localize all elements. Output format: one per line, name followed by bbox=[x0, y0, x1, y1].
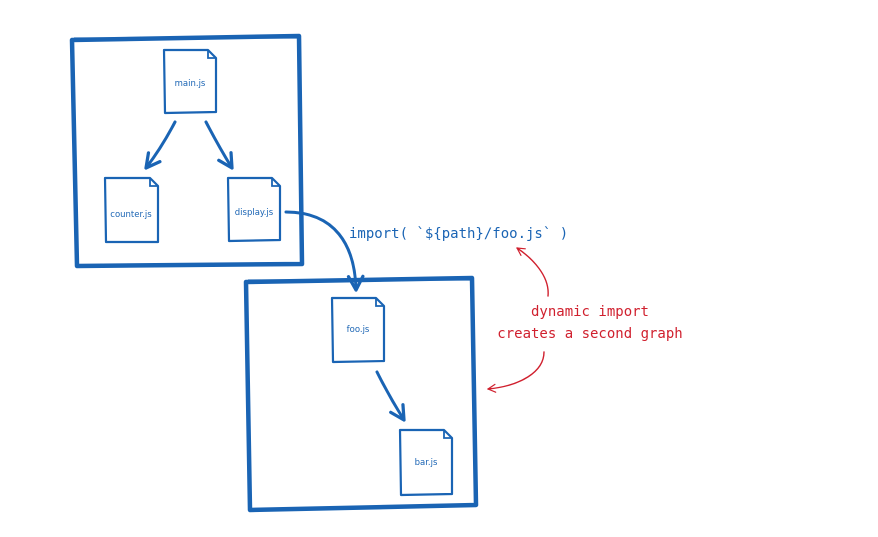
file-bar-js: bar.js bbox=[398, 428, 454, 497]
arrow-foo-to-bar bbox=[375, 370, 406, 422]
arrow-dynamic-import bbox=[284, 210, 365, 292]
annotation-arrow-down bbox=[487, 351, 545, 393]
file-label-main-js: main.js bbox=[175, 79, 206, 89]
annotation-line-1: dynamic import bbox=[531, 304, 649, 320]
arrow-main-to-display bbox=[204, 120, 234, 170]
annotation-line-2: creates a second graph bbox=[497, 326, 682, 342]
import-expression: import( `${path}/foo.js` ) bbox=[349, 226, 568, 242]
file-label-foo-js: foo.js bbox=[347, 325, 370, 335]
file-label-display-js: display.js bbox=[235, 208, 274, 218]
file-label-bar-js: bar.js bbox=[415, 458, 438, 468]
file-foo-js: foo.js bbox=[330, 296, 386, 364]
arrow-main-to-counter bbox=[144, 120, 177, 170]
annotation: dynamic import creates a second graph bbox=[487, 247, 683, 393]
annotation-arrow-up bbox=[516, 247, 549, 297]
file-counter-js: counter.js bbox=[103, 176, 160, 244]
file-label-counter-js: counter.js bbox=[110, 210, 152, 220]
module-graph-2: foo.js bar.js bbox=[243, 275, 479, 513]
file-display-js: display.js bbox=[226, 176, 282, 243]
file-main-js: main.js bbox=[162, 48, 218, 115]
module-graph-1: main.js counter.js display.js bbox=[69, 33, 305, 269]
